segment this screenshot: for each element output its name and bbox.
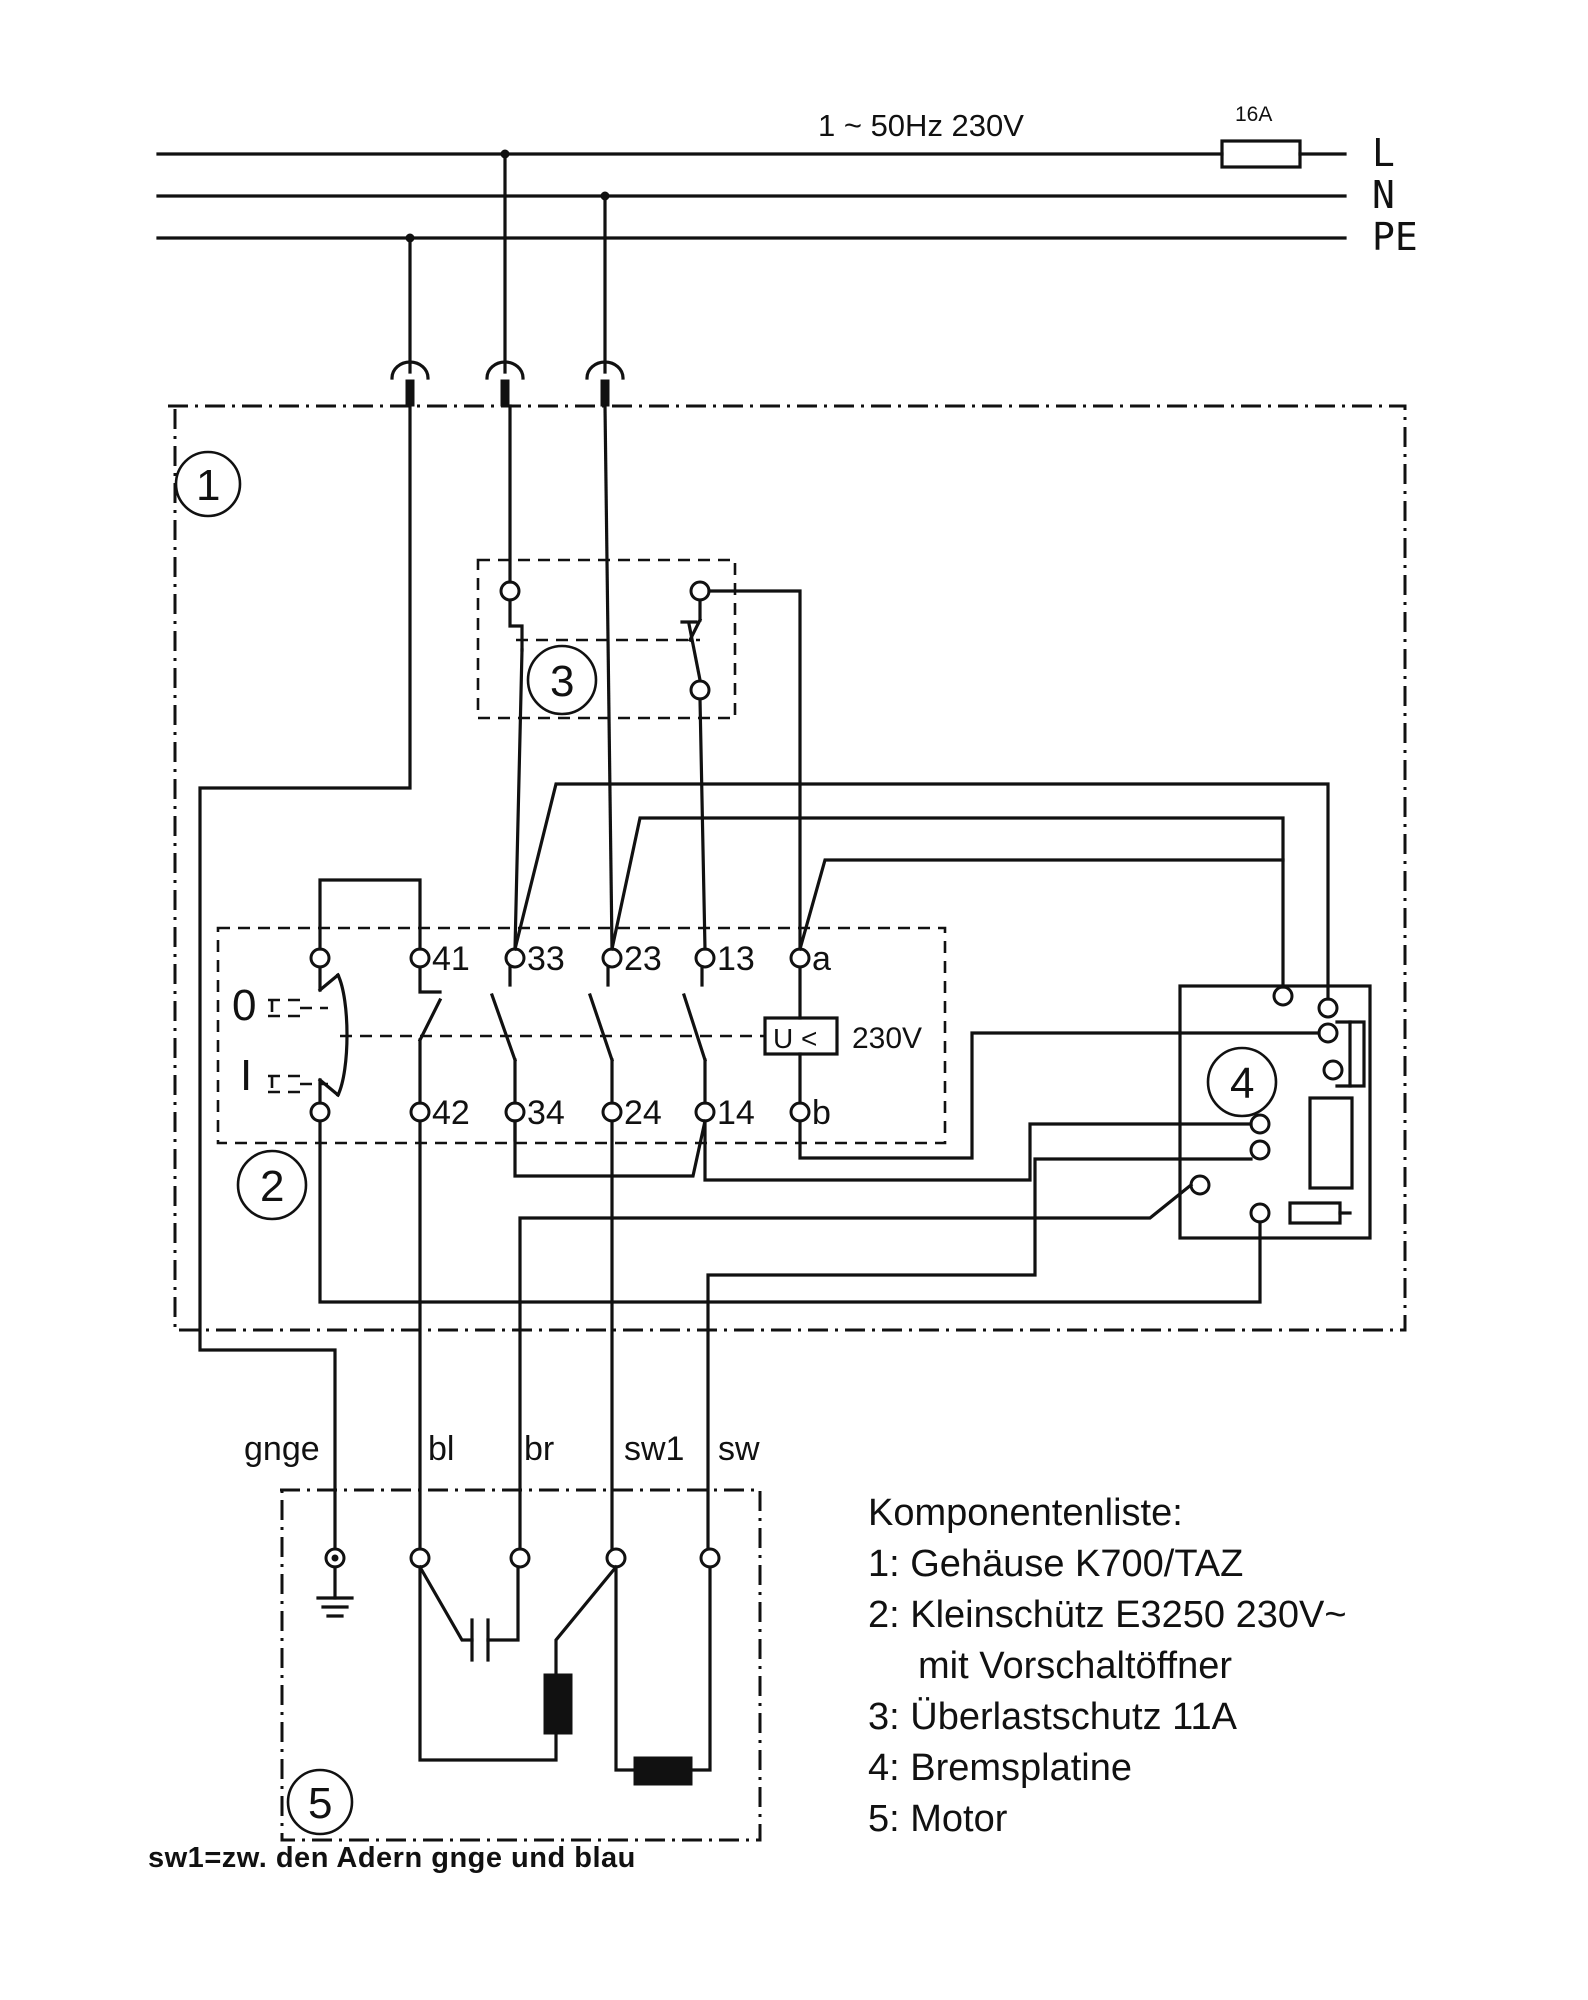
motor-winding-icon [418, 1564, 619, 1762]
contact-33-34 [489, 947, 526, 1123]
supply-rating: 1 ~ 50Hz 230V [818, 108, 1024, 143]
footnote: sw1=zw. den Adern gnge und blau [148, 1842, 636, 1874]
contactor-outline [216, 926, 947, 1145]
wire-label-gnge: gnge [244, 1430, 320, 1468]
terminal-42: 42 [432, 1094, 470, 1132]
brake-board [1178, 984, 1372, 1240]
svg-text:5: 5 [308, 1779, 332, 1828]
terminal-a: a [812, 940, 831, 978]
contact-41-42 [409, 947, 443, 1123]
legend-item: 2: Kleinschütz E3250 230V~ [868, 1594, 1347, 1636]
legend-item: mit Vorschaltöffner [918, 1645, 1233, 1687]
pre-switch-opener [309, 947, 349, 1123]
wire-label-bl: bl [428, 1430, 454, 1468]
terminal-41: 41 [432, 940, 470, 978]
undervoltage-rating: 230V [852, 1022, 922, 1055]
wire-label-br: br [524, 1430, 554, 1468]
terminal-13: 13 [717, 940, 755, 978]
line-label-l: L [1372, 131, 1395, 175]
terminal-34: 34 [527, 1094, 565, 1132]
contact-23-24 [587, 947, 623, 1123]
legend-heading: Komponentenliste: [868, 1492, 1183, 1534]
undervoltage-coil [763, 947, 839, 1123]
marker-3: 3 [526, 644, 598, 716]
legend-item: 1: Gehäuse K700/TAZ [868, 1543, 1244, 1585]
marker-1: 1 [174, 450, 242, 518]
svg-text:3: 3 [550, 657, 574, 706]
legend-item: 3: Überlastschutz 11A [868, 1696, 1237, 1738]
terminal-33: 33 [527, 940, 565, 978]
brake-board-terminals [1189, 985, 1366, 1225]
fuse-symbol [1220, 139, 1302, 169]
wire-label-sw: sw [718, 1430, 760, 1468]
line-label-n: N [1372, 173, 1395, 217]
wire-label-sw1: sw1 [624, 1430, 684, 1468]
motor-outline [280, 1488, 762, 1842]
fuse-rating: 16A [1235, 103, 1272, 126]
component-legend: Komponentenliste: 1: Gehäuse K700/TAZ 2:… [868, 1488, 1428, 1845]
terminal-b: b [812, 1094, 831, 1132]
marker-2: 2 [236, 1149, 308, 1221]
capacitor-icon [417, 1564, 520, 1662]
marker-4: 4 [1206, 1046, 1278, 1118]
contact-13-14 [681, 947, 716, 1123]
marker-5: 5 [286, 1768, 354, 1836]
svg-text:2: 2 [260, 1162, 284, 1211]
motor-terminals [324, 1547, 721, 1569]
legend-item: 5: Motor [868, 1798, 1008, 1840]
legend-item: 4: Bremsplatine [868, 1747, 1133, 1789]
supply-lines [156, 139, 1347, 243]
svg-text:1: 1 [196, 461, 220, 510]
terminal-24: 24 [624, 1094, 662, 1132]
overload-outline [476, 558, 737, 720]
housing-outline [168, 404, 1407, 1332]
plug-connectors [390, 152, 625, 407]
ground-icon [316, 1565, 354, 1618]
switch-pos-0: 0 [232, 981, 256, 1030]
undervoltage-symbol: U < [773, 1023, 817, 1054]
svg-text:4: 4 [1230, 1059, 1254, 1108]
line-label-pe: PE [1372, 215, 1418, 259]
terminal-23: 23 [624, 940, 662, 978]
motor-winding-aux-icon [614, 1565, 712, 1786]
internal-wiring [198, 404, 1330, 1562]
terminal-14: 14 [717, 1094, 755, 1132]
switch-pos-1: I [240, 1051, 252, 1100]
